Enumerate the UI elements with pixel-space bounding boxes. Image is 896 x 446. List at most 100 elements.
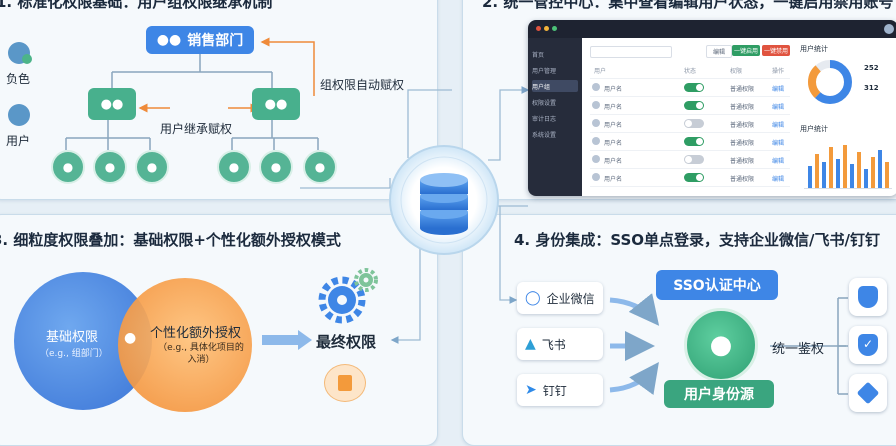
group-node-right: ●● xyxy=(252,88,300,120)
panel-title-4: 4. 身份集成：SSO单点登录，支持企业微信/飞书/钉钉 xyxy=(514,231,881,249)
dingtalk-icon: ➤ xyxy=(525,382,537,398)
feishu-icon: ▲ xyxy=(525,336,536,352)
check-shield-icon: ✓ xyxy=(849,326,887,364)
sidebar-item[interactable]: 系统设置 xyxy=(532,131,557,139)
status-toggle[interactable] xyxy=(684,83,704,92)
extra-permission-circle xyxy=(118,278,252,412)
stat-value-1: 252 xyxy=(864,64,879,72)
owner-legend-label: 负色 xyxy=(6,72,31,86)
user-avatar-icon: ● xyxy=(135,150,169,184)
feishu-source-card[interactable]: ▲ 飞书 xyxy=(517,328,603,360)
user-legend-label: 用户 xyxy=(6,134,31,148)
user-avatar-icon: ● xyxy=(217,150,251,184)
group-icon: ●● xyxy=(100,96,124,112)
table-row[interactable]: 用户名 普通权限 编辑 xyxy=(590,134,790,151)
row-permission: 普通权限 xyxy=(730,176,755,183)
row-permission: 普通权限 xyxy=(730,104,755,111)
avatar[interactable] xyxy=(884,24,894,34)
row-permission: 普通权限 xyxy=(730,158,755,165)
extra-permission-sub: （e.g., 具体化项目的入消） xyxy=(158,343,244,365)
inherit-label: 用户继承赋权 xyxy=(160,122,233,136)
chart-bar xyxy=(829,147,833,188)
row-permission: 普通权限 xyxy=(730,140,755,147)
row-avatar xyxy=(592,101,600,109)
row-permission: 普通权限 xyxy=(730,122,755,129)
group-icon: ●● xyxy=(264,96,288,112)
sidebar-item-active[interactable]: 用户组 xyxy=(532,80,578,92)
sidebar-item[interactable]: 审计日志 xyxy=(532,115,557,123)
group-node-left: ●● xyxy=(88,88,136,120)
donut-chart xyxy=(808,60,852,104)
edit-button[interactable]: 编辑 xyxy=(706,45,732,58)
window-dot xyxy=(536,26,541,31)
row-action[interactable]: 编辑 xyxy=(772,140,785,147)
status-toggle[interactable] xyxy=(684,119,704,128)
user-avatar-icon: ● xyxy=(259,150,293,184)
identity-source-badge: 用户身份源 xyxy=(664,380,774,408)
search-input[interactable] xyxy=(590,46,672,58)
cube-icon xyxy=(849,374,887,412)
chart-bar xyxy=(808,166,812,188)
wecom-icon: ◯ xyxy=(525,290,541,306)
chart-bar xyxy=(843,145,847,188)
status-toggle[interactable] xyxy=(684,137,704,146)
row-action[interactable]: 编辑 xyxy=(772,86,785,93)
sidebar-item[interactable]: 权限设置 xyxy=(532,99,557,107)
status-toggle[interactable] xyxy=(684,173,704,182)
row-name: 用户名 xyxy=(604,140,623,147)
row-name: 用户名 xyxy=(604,122,623,129)
feishu-label: 飞书 xyxy=(541,337,566,352)
table-row[interactable]: 用户名 普通权限 编辑 xyxy=(590,152,790,169)
chart-bar xyxy=(857,152,861,188)
table-row[interactable]: 用户名普通权限编辑 xyxy=(590,80,790,97)
base-permission-title: 基础权限 xyxy=(46,330,99,345)
final-permission-label: 最终权限 xyxy=(316,333,377,351)
stats-title: 用户统计 xyxy=(800,45,828,53)
row-avatar xyxy=(592,173,600,181)
chart-bar xyxy=(864,169,868,188)
chart-bar xyxy=(815,154,819,188)
chart-bar xyxy=(871,157,875,188)
panel-title-2: 2. 统一管控中心：集中查看编辑用户状态，一键启用禁用账号 xyxy=(482,0,894,11)
auto-assign-label: 组权限自动赋权 xyxy=(320,78,405,92)
stats-title-2: 用户统计 xyxy=(800,125,828,133)
bar-chart xyxy=(804,136,892,189)
admin-console-mockup: 首页 用户管理 用户组 权限设置 审计日志 系统设置 编辑 一键启用 一键禁用 … xyxy=(528,20,896,196)
row-action[interactable]: 编辑 xyxy=(772,104,785,111)
status-toggle[interactable] xyxy=(684,155,704,164)
table-row[interactable]: 用户名 普通权限 编辑 xyxy=(590,170,790,187)
sales-department-label: 销售部门 xyxy=(187,33,244,49)
dingtalk-source-card[interactable]: ➤ 钉钉 xyxy=(517,374,603,406)
chart-bar xyxy=(836,159,840,188)
chart-bar xyxy=(822,162,826,188)
status-toggle[interactable] xyxy=(684,101,704,110)
row-action[interactable]: 编辑 xyxy=(772,176,785,183)
gear-icon xyxy=(318,268,378,324)
disable-all-button[interactable]: 一键禁用 xyxy=(762,45,790,56)
window-dot xyxy=(552,26,557,31)
row-avatar xyxy=(592,137,600,145)
wecom-source-card[interactable]: ◯ 企业微信 xyxy=(517,282,603,314)
sidebar-item[interactable]: 用户管理 xyxy=(532,67,557,75)
user-key-icon: ● xyxy=(124,330,137,346)
window-dot xyxy=(544,26,549,31)
panel-title-3: 3. 细粒度权限叠加：基础权限+个性化额外授权模式 xyxy=(0,231,341,249)
dingtalk-label: 钉钉 xyxy=(542,383,567,398)
stat-value-2: 312 xyxy=(864,84,879,92)
row-name: 用户名 xyxy=(604,104,623,111)
lock-shield-icon xyxy=(849,278,887,316)
enable-all-button[interactable]: 一键启用 xyxy=(732,45,760,56)
row-action[interactable]: 编辑 xyxy=(772,122,785,129)
row-action[interactable]: 编辑 xyxy=(772,158,785,165)
user-avatar-icon: ● xyxy=(51,150,85,184)
table-row[interactable]: 用户名 普通权限 编辑 xyxy=(590,98,790,115)
row-name: 用户名 xyxy=(604,176,623,183)
row-name: 用户名 xyxy=(604,158,623,165)
user-shield-icon: ● xyxy=(684,308,758,382)
user-legend-icon xyxy=(8,104,30,126)
table-row[interactable]: 用户名 普通权限 编辑 xyxy=(590,116,790,133)
document-badge-icon xyxy=(324,364,366,402)
window-titlebar xyxy=(528,20,896,38)
user-avatar-icon: ● xyxy=(93,150,127,184)
sidebar-item[interactable]: 首页 xyxy=(532,51,545,59)
